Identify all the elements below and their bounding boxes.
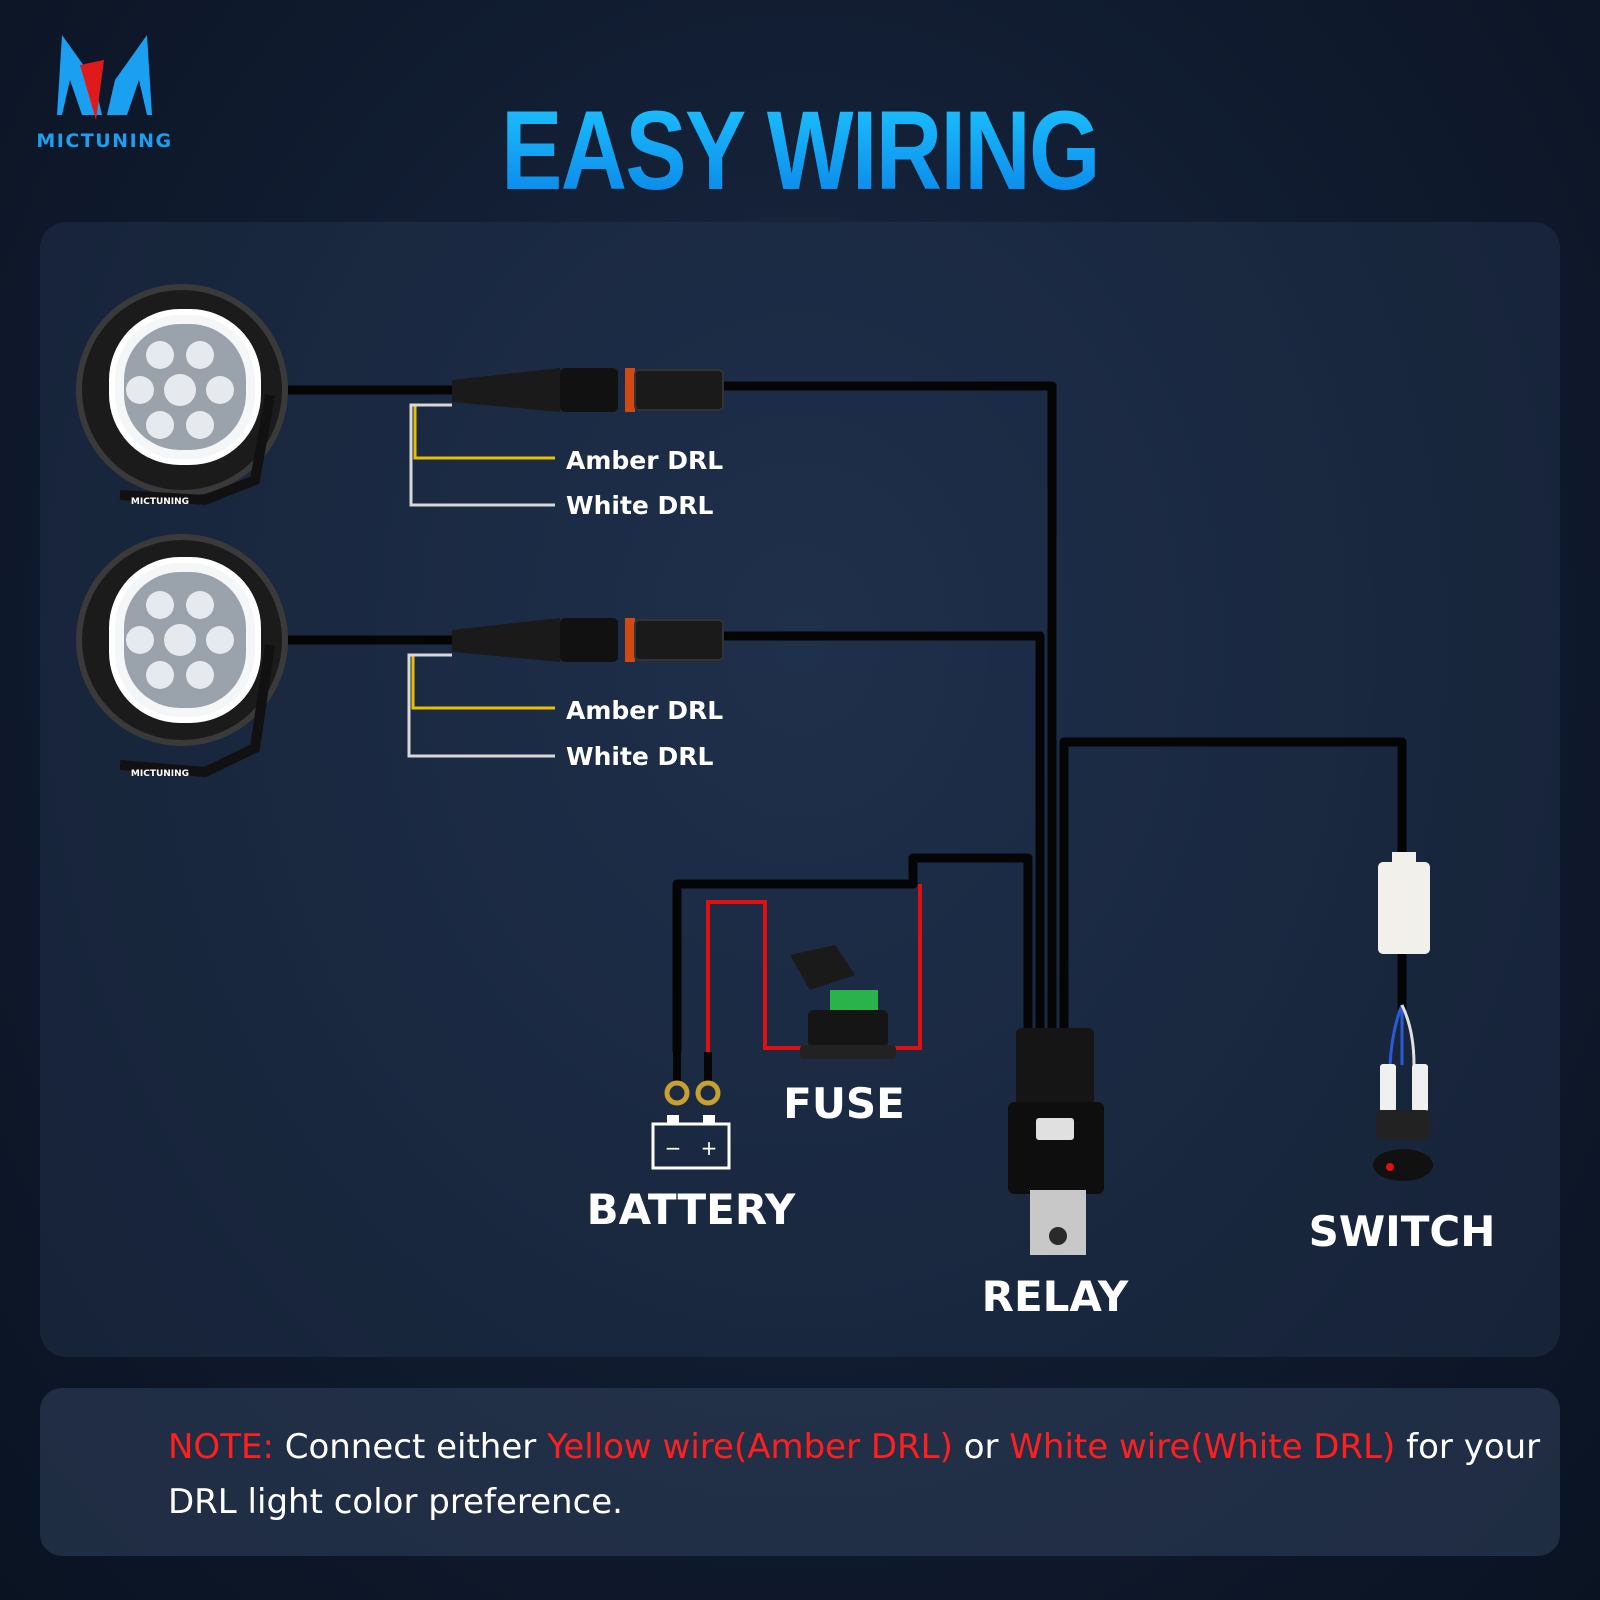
switch [1373,852,1433,1181]
battery-minus: − [665,1136,682,1160]
note-white-option: White wire(White DRL) [1009,1427,1396,1467]
white-drl-wire-1 [409,403,555,507]
light-badge-1: MICTUNING [131,497,189,507]
page-title: EASY WIRING [144,95,1456,207]
switch-label: SWITCH [1309,1207,1496,1256]
note-text-1: Connect either [273,1427,548,1467]
note-yellow-option: Yellow wire(Amber DRL) [547,1427,953,1467]
white-drl-label-2: White DRL [566,742,714,771]
battery-label: BATTERY [587,1185,796,1234]
relay-label: RELAY [982,1272,1129,1321]
light-badge-2: MICTUNING [131,769,189,779]
white-drl-wire-2 [407,653,555,758]
note-panel [40,1388,1560,1556]
brand-name: MICTUNING [36,130,173,152]
red-power-wire-2 [888,884,922,1050]
note-text-3: for your DRL light color preference. [168,1427,1541,1522]
note-prefix: NOTE: [168,1427,274,1467]
connector-pair-1 [452,368,724,412]
red-power-wire [706,900,815,1052]
brand-logo: MICTUNING [22,20,187,160]
relay [1008,1028,1104,1255]
harness-wires [275,381,1407,1052]
amber-drl-label-1: Amber DRL [566,446,723,475]
note-text-2: or [952,1427,1010,1467]
connector-pair-2 [452,618,724,662]
battery-icon: − + [651,1115,731,1170]
diagram-panel [40,222,1560,1357]
battery-terminals [664,1052,721,1106]
mictuning-m-logo-icon [57,35,152,120]
fuse-holder [790,945,896,1059]
battery-plus: + [701,1136,718,1160]
note-text: NOTE: Connect either Yellow wire(Amber D… [168,1420,1548,1530]
amber-drl-wire-2 [411,653,555,710]
fuse-label: FUSE [783,1079,905,1128]
fog-light-2: MICTUNING [76,534,288,779]
amber-drl-wire-1 [413,403,555,460]
fog-light-1: MICTUNING [76,284,288,507]
amber-drl-label-2: Amber DRL [566,696,723,725]
white-drl-label-1: White DRL [566,491,714,520]
